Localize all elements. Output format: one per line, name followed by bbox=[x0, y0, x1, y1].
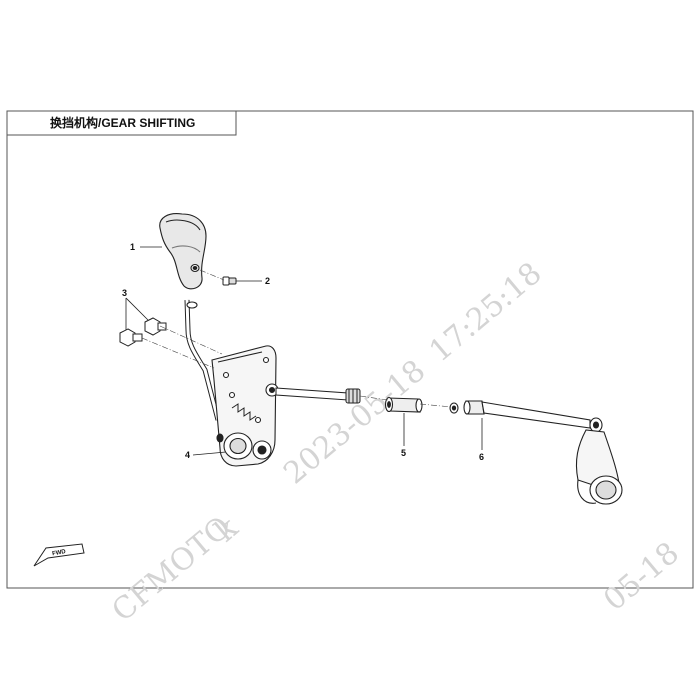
part-6-sleeve-and-rod bbox=[449, 400, 623, 505]
part-4-shift-lever-assembly bbox=[184, 299, 279, 467]
fwd-label: FWD bbox=[52, 549, 67, 557]
callout-2-label: 2 bbox=[265, 276, 270, 286]
callout-4-label: 4 bbox=[185, 450, 190, 460]
callout-5-label: 5 bbox=[401, 448, 406, 458]
callout-1-label: 1 bbox=[130, 242, 135, 252]
part-5-coupling-nut bbox=[384, 396, 423, 413]
callout-3-label: 3 bbox=[122, 288, 127, 298]
diagram-border bbox=[6, 110, 694, 589]
part-3-bolts bbox=[119, 317, 167, 347]
watermark-time: 17:25:18 bbox=[423, 256, 549, 369]
watermark-date-fragment: 05-18 bbox=[597, 536, 686, 618]
callout-1: 1 bbox=[130, 242, 162, 252]
title-box: 换挡机构/GEAR SHIFTING bbox=[6, 110, 237, 136]
alignment-lines bbox=[141, 269, 453, 408]
callout-4: 4 bbox=[185, 450, 227, 460]
watermark-date: 2023-05-18 bbox=[277, 353, 432, 491]
part-2-screw bbox=[222, 276, 237, 286]
callout-3: 3 bbox=[122, 288, 149, 330]
callout-6: 6 bbox=[479, 418, 484, 462]
callout-5: 5 bbox=[401, 413, 406, 458]
callout-2: 2 bbox=[236, 276, 270, 286]
fwd-indicator: FWD bbox=[33, 543, 85, 567]
linkage-rod-front bbox=[275, 387, 361, 404]
callout-6-label: 6 bbox=[479, 452, 484, 462]
part-1-shift-knob bbox=[159, 213, 207, 290]
diagram-title: 换挡机构/GEAR SHIFTING bbox=[50, 115, 195, 130]
